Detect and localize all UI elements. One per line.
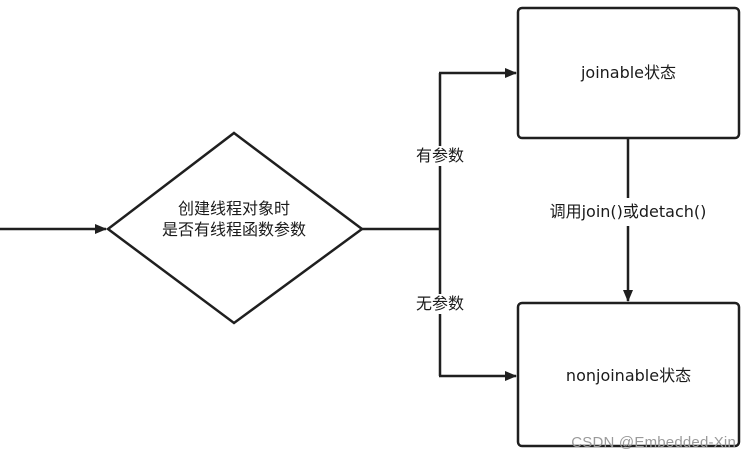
branch-no-label: 无参数 (408, 294, 472, 314)
branch-yes-label: 有参数 (408, 146, 472, 166)
nonjoinable-state-label: nonjoinable状态 (565, 366, 692, 385)
decision-text-line2: 是否有线程函数参数 (161, 220, 306, 239)
joinable-state-label: joinable状态 (580, 63, 677, 82)
transition-label: 调用join()或detach() (549, 202, 707, 221)
decision-text-line1: 创建线程对象时 (177, 199, 290, 218)
decision-diamond (105, 131, 365, 325)
nonjoinable-state-box (516, 301, 741, 448)
csdn-watermark: CSDN @Embedded-Xin (571, 434, 736, 451)
